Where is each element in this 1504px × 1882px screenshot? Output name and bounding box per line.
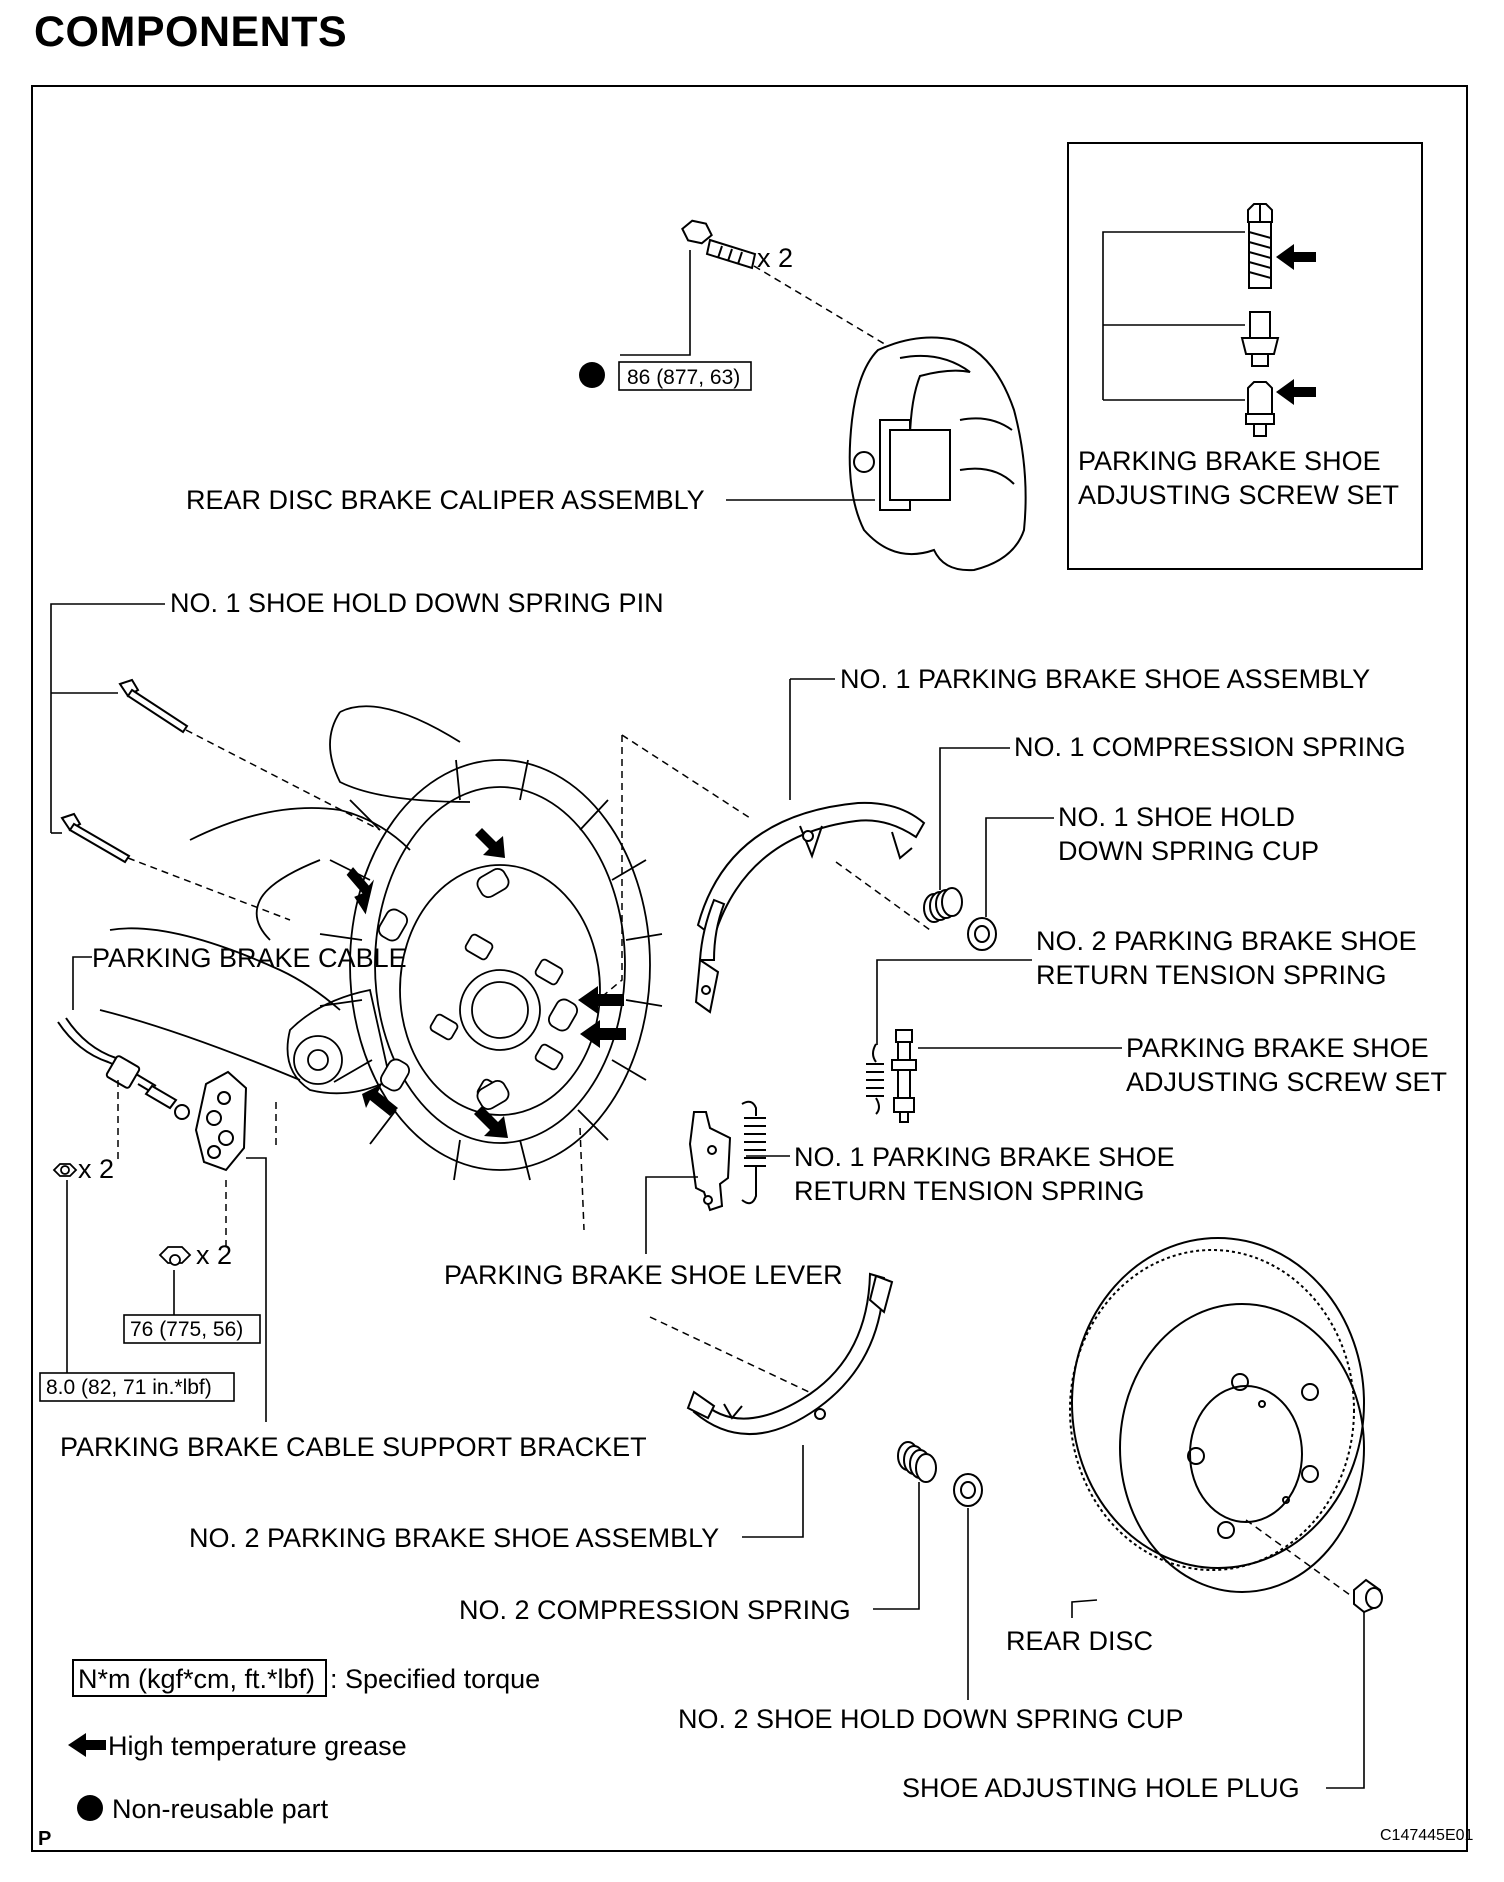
grease-arrow-icon — [1276, 244, 1316, 270]
backing-plate-icon — [99, 705, 663, 1181]
hole-plug-label: SHOE ADJUSTING HOLE PLUG — [902, 1773, 1300, 1803]
shoe-assembly-2-icon — [686, 1272, 894, 1436]
return-spring-1-label-line1: NO. 1 PARKING BRAKE SHOE — [794, 1142, 1175, 1172]
legend-grease-text: High temperature grease — [108, 1731, 407, 1761]
hole-plug-icon — [1353, 1578, 1383, 1614]
spring-cup-1-icon — [967, 917, 997, 951]
shoe-lever-icon — [688, 1111, 732, 1212]
grease-arrow-icon — [474, 1106, 508, 1138]
cable-label: PARKING BRAKE CABLE — [92, 943, 407, 973]
shoe-lever-label: PARKING BRAKE SHOE LEVER — [444, 1260, 843, 1290]
inset-label-line2: ADJUSTING SCREW SET — [1078, 480, 1399, 510]
grease-arrow-icon — [362, 1084, 398, 1116]
rear-disc-icon — [1069, 1237, 1365, 1593]
caliper-assembly-icon — [848, 336, 1027, 572]
return-spring-2-label-line1: NO. 2 PARKING BRAKE SHOE — [1036, 926, 1417, 956]
grease-arrow-icon — [1276, 379, 1316, 405]
grease-arrow-icon — [578, 986, 624, 1014]
adjusting-socket-icon — [1245, 381, 1275, 437]
grease-arrow-icon — [346, 867, 374, 915]
compression-spring-1-label: NO. 1 COMPRESSION SPRING — [1014, 732, 1406, 762]
support-bracket-label: PARKING BRAKE CABLE SUPPORT BRACKET — [60, 1432, 647, 1462]
shoe-assembly-1-icon — [694, 801, 926, 1014]
legend-torque-text: : Specified torque — [330, 1664, 540, 1694]
bolt-quantity: x 2 — [757, 243, 793, 273]
return-spring-2-label-line2: RETURN TENSION SPRING — [1036, 960, 1387, 990]
caliper-label: REAR DISC BRAKE CALIPER ASSEMBLY — [186, 485, 705, 515]
hold-down-pin-icon — [60, 678, 189, 864]
support-bracket-icon — [194, 1070, 248, 1172]
adjusting-screw-icon — [1247, 203, 1273, 289]
return-spring-2-icon — [866, 1043, 884, 1115]
return-spring-1-label-line2: RETURN TENSION SPRING — [794, 1176, 1145, 1206]
spring-cup-1-label-line2: DOWN SPRING CUP — [1058, 836, 1319, 866]
shoe-assembly-2-label: NO. 2 PARKING BRAKE SHOE ASSEMBLY — [189, 1523, 719, 1553]
adjusting-set-icon — [891, 1029, 917, 1123]
inset-box: PARKING BRAKE SHOE ADJUSTING SCREW SET — [1067, 142, 1423, 570]
legend-nonreusable-text: Non-reusable part — [112, 1794, 329, 1824]
grease-point-icon — [378, 868, 578, 1110]
non-reusable-marker-icon — [77, 1795, 103, 1821]
cable-nut-icon — [52, 1163, 78, 1177]
legend-torque-box: N*m (kgf*cm, ft.*lbf) — [78, 1664, 315, 1694]
rear-disc-label: REAR DISC — [1006, 1626, 1153, 1656]
shoe-assembly-1-label: NO. 1 PARKING BRAKE SHOE ASSEMBLY — [840, 664, 1370, 694]
adjusting-set-label-line1: PARKING BRAKE SHOE — [1126, 1033, 1429, 1063]
wheel-stud-icon — [429, 933, 564, 1106]
caliper-bolt — [681, 219, 757, 270]
hold-down-pin-label: NO. 1 SHOE HOLD DOWN SPRING PIN — [170, 588, 664, 618]
spring-cup-2-label: NO. 2 SHOE HOLD DOWN SPRING CUP — [678, 1704, 1184, 1734]
grease-arrow-icon — [475, 828, 505, 858]
diagram-frame — [31, 85, 1468, 1852]
spring-cup-1-label-line1: NO. 1 SHOE HOLD — [1058, 802, 1295, 832]
adjusting-nut-icon — [1240, 311, 1280, 367]
grease-arrow-icon — [68, 1733, 106, 1757]
cable-nut-quantity: x 2 — [78, 1154, 114, 1184]
parking-brake-cable-icon — [57, 1017, 190, 1120]
corner-mark: P — [38, 1828, 51, 1850]
legend: N*m (kgf*cm, ft.*lbf) : Specified torque… — [68, 1659, 540, 1824]
compression-spring-1-icon — [923, 887, 963, 923]
bracket-bolt-torque-value: 76 (775, 56) — [130, 1318, 243, 1341]
page-title: COMPONENTS — [34, 8, 348, 56]
figure-code: C147445E01 — [1380, 1827, 1474, 1844]
adjusting-set-label-line2: ADJUSTING SCREW SET — [1126, 1067, 1447, 1097]
inset-label-line1: PARKING BRAKE SHOE — [1078, 446, 1381, 476]
spring-cup-2-icon — [953, 1473, 983, 1507]
compression-spring-2-label: NO. 2 COMPRESSION SPRING — [459, 1595, 851, 1625]
bracket-bolt-icon — [158, 1246, 192, 1266]
return-spring-1-icon — [741, 1100, 766, 1205]
compression-spring-2-icon — [897, 1441, 937, 1483]
caliper-torque-value: 86 (877, 63) — [627, 366, 740, 389]
cable-nut-torque-value: 8.0 (82, 71 in.*lbf) — [46, 1376, 212, 1399]
grease-arrow-icon — [580, 1020, 626, 1048]
non-reusable-marker-icon — [579, 362, 605, 388]
bracket-bolt-quantity: x 2 — [196, 1240, 232, 1270]
